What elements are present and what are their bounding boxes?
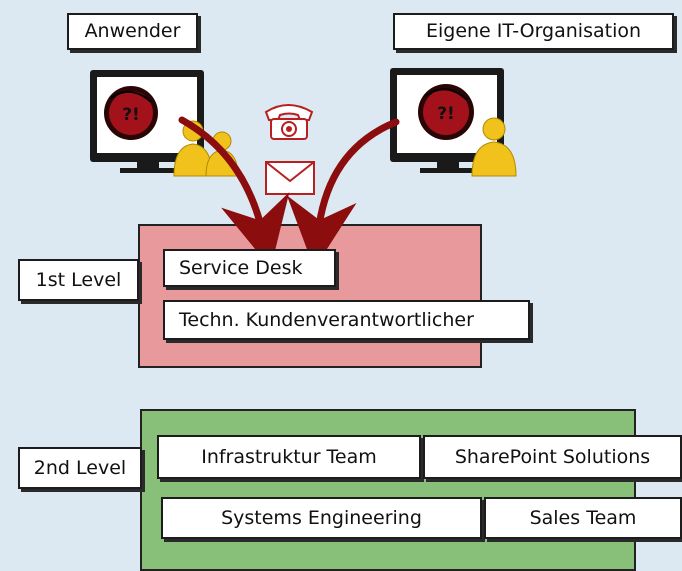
monitor-icon: ?! <box>90 70 204 173</box>
systems-engineering-box: Systems Engineering <box>161 497 482 539</box>
account-manager-box: Techn. Kundenverantwortlicher <box>163 300 530 340</box>
level1-label: 1st Level <box>18 259 139 301</box>
envelope-icon <box>265 161 315 195</box>
level2-label: 2nd Level <box>18 447 142 489</box>
service-desk-box: Service Desk <box>163 249 336 287</box>
arrow-icon <box>286 118 400 269</box>
telephone-icon <box>264 104 314 140</box>
person-icon <box>471 117 517 177</box>
infrastructure-team-box: Infrastruktur Team <box>157 435 421 479</box>
arrow-icon <box>178 116 290 269</box>
sales-team-box: Sales Team <box>484 497 682 539</box>
sharepoint-solutions-box: SharePoint Solutions <box>423 435 682 479</box>
user-label: Anwender <box>67 13 198 50</box>
monitor-icon: ?! <box>390 68 504 173</box>
it-organisation-label: Eigene IT-Organisation <box>393 13 674 50</box>
problem-symbol-left: ?! <box>122 105 140 125</box>
problem-symbol-right: ?! <box>437 104 455 124</box>
